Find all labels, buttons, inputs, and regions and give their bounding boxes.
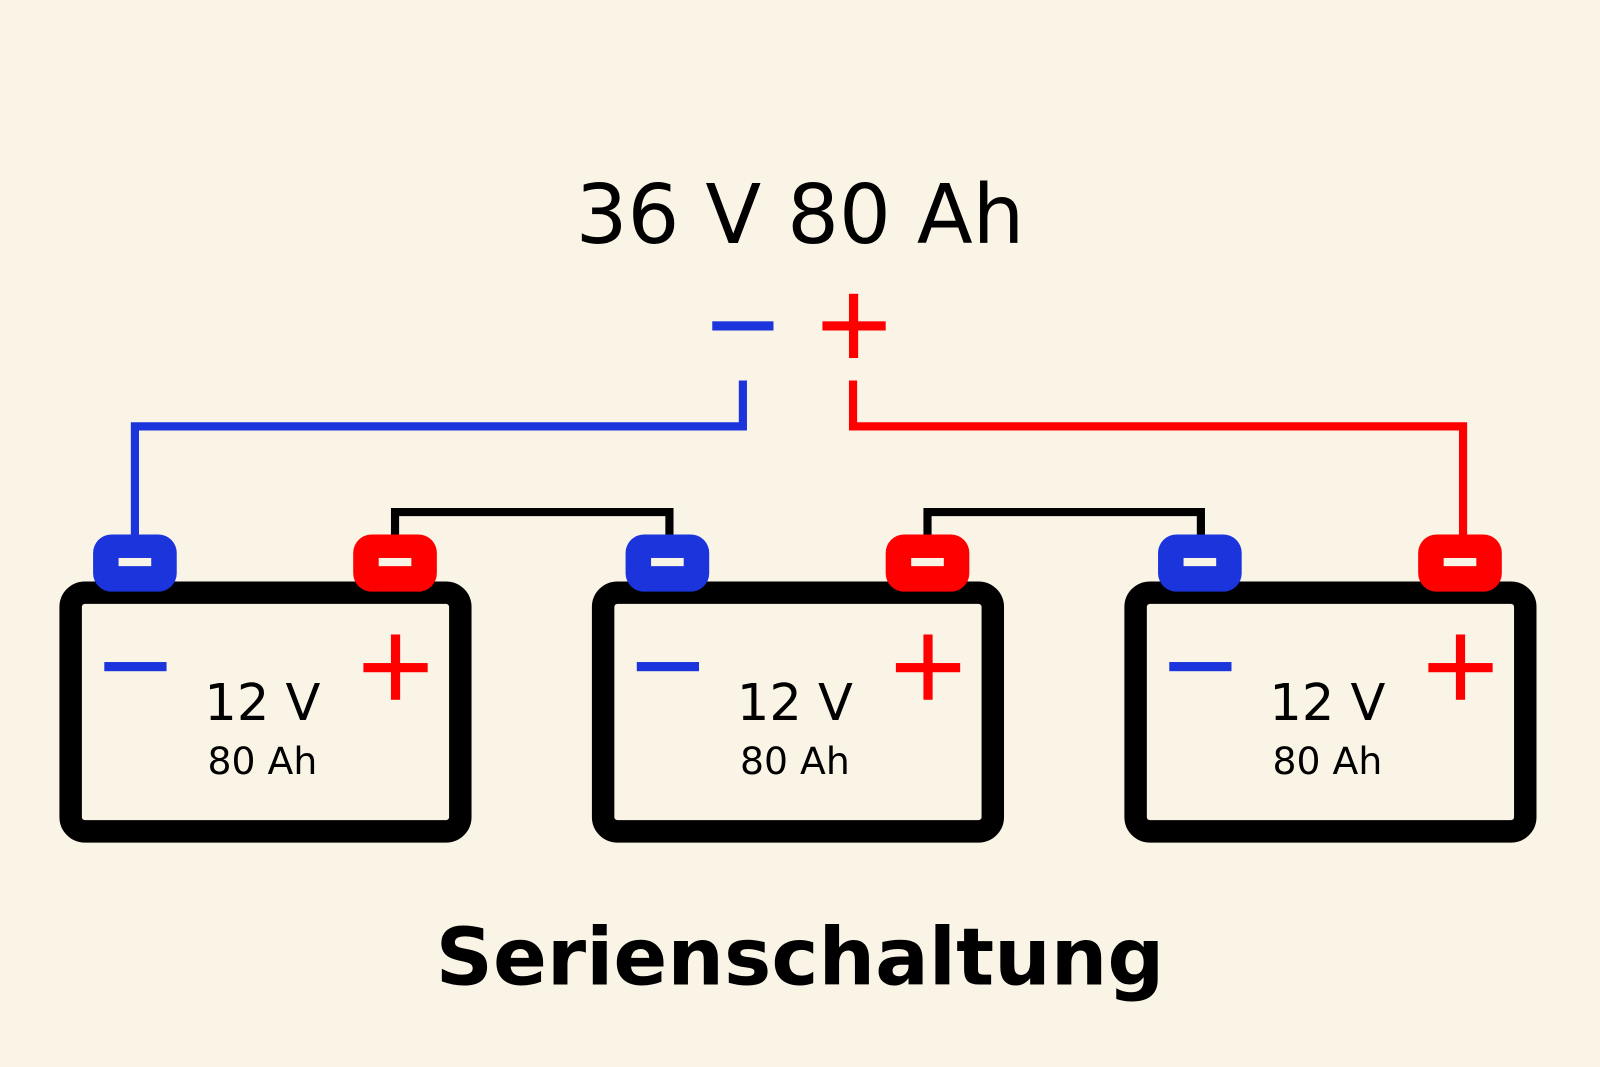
battery-body: [1124, 581, 1537, 843]
positive-terminal: [885, 534, 970, 592]
battery-2: 12 V 80 Ah: [591, 534, 1005, 843]
battery-capacity: 80 Ah: [740, 739, 850, 783]
series-link-wire-2: [923, 507, 1205, 545]
battery-capacity: 80 Ah: [208, 739, 318, 783]
positive-terminal: [353, 534, 437, 592]
battery-voltage: 12 V: [1269, 674, 1385, 733]
plus-sign-icon: [895, 634, 961, 700]
battery-1: 12 V 80 Ah: [59, 534, 472, 843]
battery-3: 12 V 80 Ah: [1124, 534, 1537, 843]
battery-body: [591, 581, 1005, 843]
total-rating-title: 36 V 80 Ah: [576, 168, 1025, 263]
plus-sign-icon: [363, 634, 428, 700]
positive-output-wire: [848, 380, 1468, 545]
terminal-minus-icon: [651, 557, 684, 567]
terminal-minus-icon: [1443, 557, 1477, 567]
negative-output-wire: [130, 380, 747, 545]
minus-sign-icon: [104, 662, 167, 672]
diagram-caption: Serienschaltung: [436, 910, 1165, 1003]
negative-terminal: [93, 534, 177, 592]
negative-terminal: [1158, 534, 1242, 592]
battery-voltage: 12 V: [737, 674, 853, 733]
negative-terminal: [625, 534, 710, 592]
terminal-minus-icon: [118, 557, 152, 567]
battery-capacity: 80 Ah: [1273, 739, 1383, 783]
terminal-minus-icon: [911, 557, 944, 567]
output-minus-icon: [712, 321, 774, 331]
terminal-minus-icon: [378, 557, 412, 567]
plus-sign-icon: [1428, 634, 1493, 700]
battery-body: [59, 581, 472, 843]
output-plus-icon: [822, 293, 886, 359]
series-link-wire-1: [390, 507, 674, 545]
minus-sign-icon: [1169, 662, 1232, 672]
battery-voltage: 12 V: [204, 674, 320, 733]
positive-terminal: [1418, 534, 1502, 592]
minus-sign-icon: [636, 662, 700, 672]
terminal-minus-icon: [1183, 557, 1217, 567]
